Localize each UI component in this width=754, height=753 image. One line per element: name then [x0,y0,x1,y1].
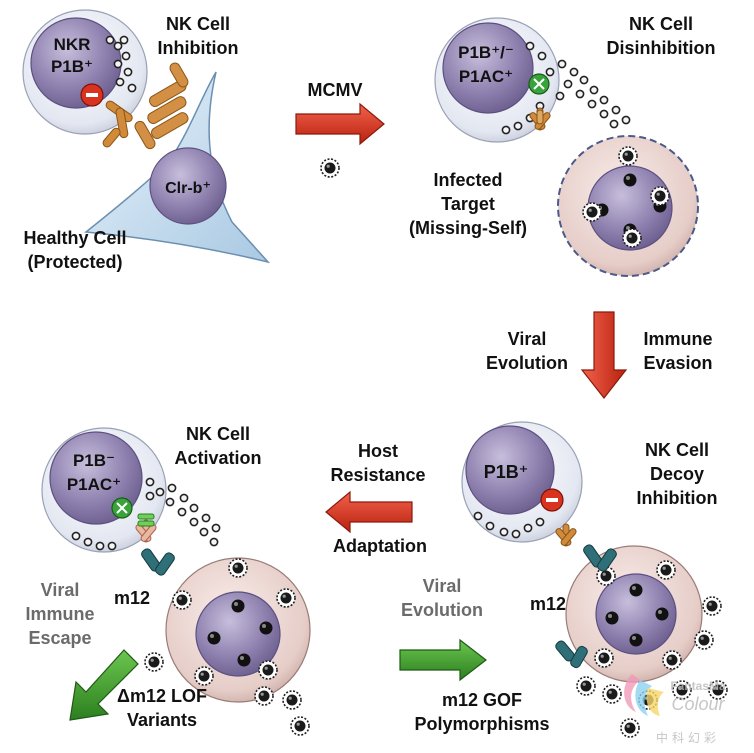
immune-evasion-label-1: Immune [643,329,712,349]
host-resistance-label-2: Resistance [330,465,425,485]
nk-inhibition-title-1: NK Cell [166,14,230,34]
arrow-immune-evasion: Viral Evolution Immune Evasion [486,311,713,399]
panel-healthy-cell: Clr-b⁺ NKR P1B⁺ NK Cell Inhibition H [22,9,271,272]
adaptation-label: Adaptation [333,536,427,556]
nk-disinhibition-title-1: NK Cell [629,14,693,34]
nk-inhibition-title-2: Inhibition [158,38,239,58]
variants-label-2: Variants [127,710,197,730]
watermark-logo: FantasMa Colour 中科幻彩 [624,674,726,745]
orange-receptor-tr-icon [528,107,552,132]
nkr-receptor-icon [102,100,133,148]
watermark-line-2: Colour [671,694,725,714]
viral-escape-arrow-icon [69,649,139,721]
gof-label-1: m12 GOF [442,690,522,710]
immune-evasion-arrow-icon [580,311,628,399]
inhibitory-receptor-br-icon [540,488,564,512]
decoy-title-3: Inhibition [637,488,718,508]
immune-evasion-label-2: Evasion [643,353,712,373]
gof-arrow-icon [399,638,487,682]
activation-title-1: NK Cell [186,424,250,444]
mcmv-arrow-icon [295,102,385,146]
panel-nk-activation: P1B⁻ P1AC⁺ NK Cell Activation m12 V [25,424,311,736]
clr-b-ligand-stack-icon [134,62,189,150]
arrow-gof: Viral Evolution m12 GOF Polymorphisms [399,576,550,734]
panel-infected-target: P1B⁺/⁻ P1AC⁺ NK Cell Disinhibition Infec… [409,14,716,277]
healthy-cell-caption-2: (Protected) [27,252,122,272]
p1b-negative-label: P1B⁻ [73,451,115,470]
m12-decoy-icon [555,544,617,669]
m12-label-bl: m12 [114,588,150,608]
m12-label-br: m12 [530,594,566,614]
gof-viral-label-1: Viral [423,576,462,596]
mcmv-label: MCMV [308,80,363,100]
healthy-cell-caption-1: Healthy Cell [23,228,126,248]
nk-disinhibition-title-2: Disinhibition [607,38,716,58]
virion-icon [320,158,340,178]
inhibitory-receptor-icon [80,83,104,107]
host-resistance-arrow-icon [325,490,413,534]
infected-nucleus-bl [195,591,281,677]
activated-receptor-icon [135,513,157,543]
infected-caption-1: Infected [433,170,502,190]
clr-b-label: Clr-b⁺ [165,180,211,197]
watermark-line-3: 中科幻彩 [656,730,720,745]
viral-escape-label-1: Viral [41,580,80,600]
p1b-positive-label: P1B⁺ [484,462,529,482]
clr-b-nucleus [149,147,227,225]
infected-caption-3: (Missing-Self) [409,218,527,238]
gof-label-2: Polymorphisms [414,714,549,734]
decoy-title-2: Decoy [650,464,704,484]
p1ac-positive-label: P1AC⁺ [67,475,121,494]
arrow-host-resistance: Host Resistance Adaptation [325,441,427,556]
viral-escape-label-2: Immune [25,604,94,624]
nkr-label: NKR [54,35,91,54]
activating-receptor-bl-icon [111,497,133,519]
p1ac-label: P1AC⁺ [459,67,513,86]
watermark-line-1: FantasMa [670,679,726,693]
p1b-hetero-label: P1B⁺/⁻ [458,43,514,62]
viral-escape-label-3: Escape [28,628,91,648]
activation-title-2: Activation [174,448,261,468]
panel-decoy-inhibition: P1B⁺ NK Cell Decoy Inhibition m12 [461,421,728,738]
nk-cell-nucleus-tr [442,22,534,114]
arrow-mcmv: MCMV [295,80,385,178]
p1b-label: P1B⁺ [51,57,93,76]
decoy-title-1: NK Cell [645,440,709,460]
activating-receptor-icon [528,73,550,95]
nk-cell-nucleus-br [465,425,555,515]
variants-label-1: Δm12 LOF [117,686,207,706]
infected-nucleus-br [595,573,677,655]
viral-evolution-label-1: Viral [508,329,547,349]
viral-evolution-label-2: Evolution [486,353,568,373]
gof-viral-label-2: Evolution [401,600,483,620]
m12-bl-icon [141,548,175,576]
host-resistance-label-1: Host [358,441,398,461]
infected-caption-2: Target [441,194,495,214]
